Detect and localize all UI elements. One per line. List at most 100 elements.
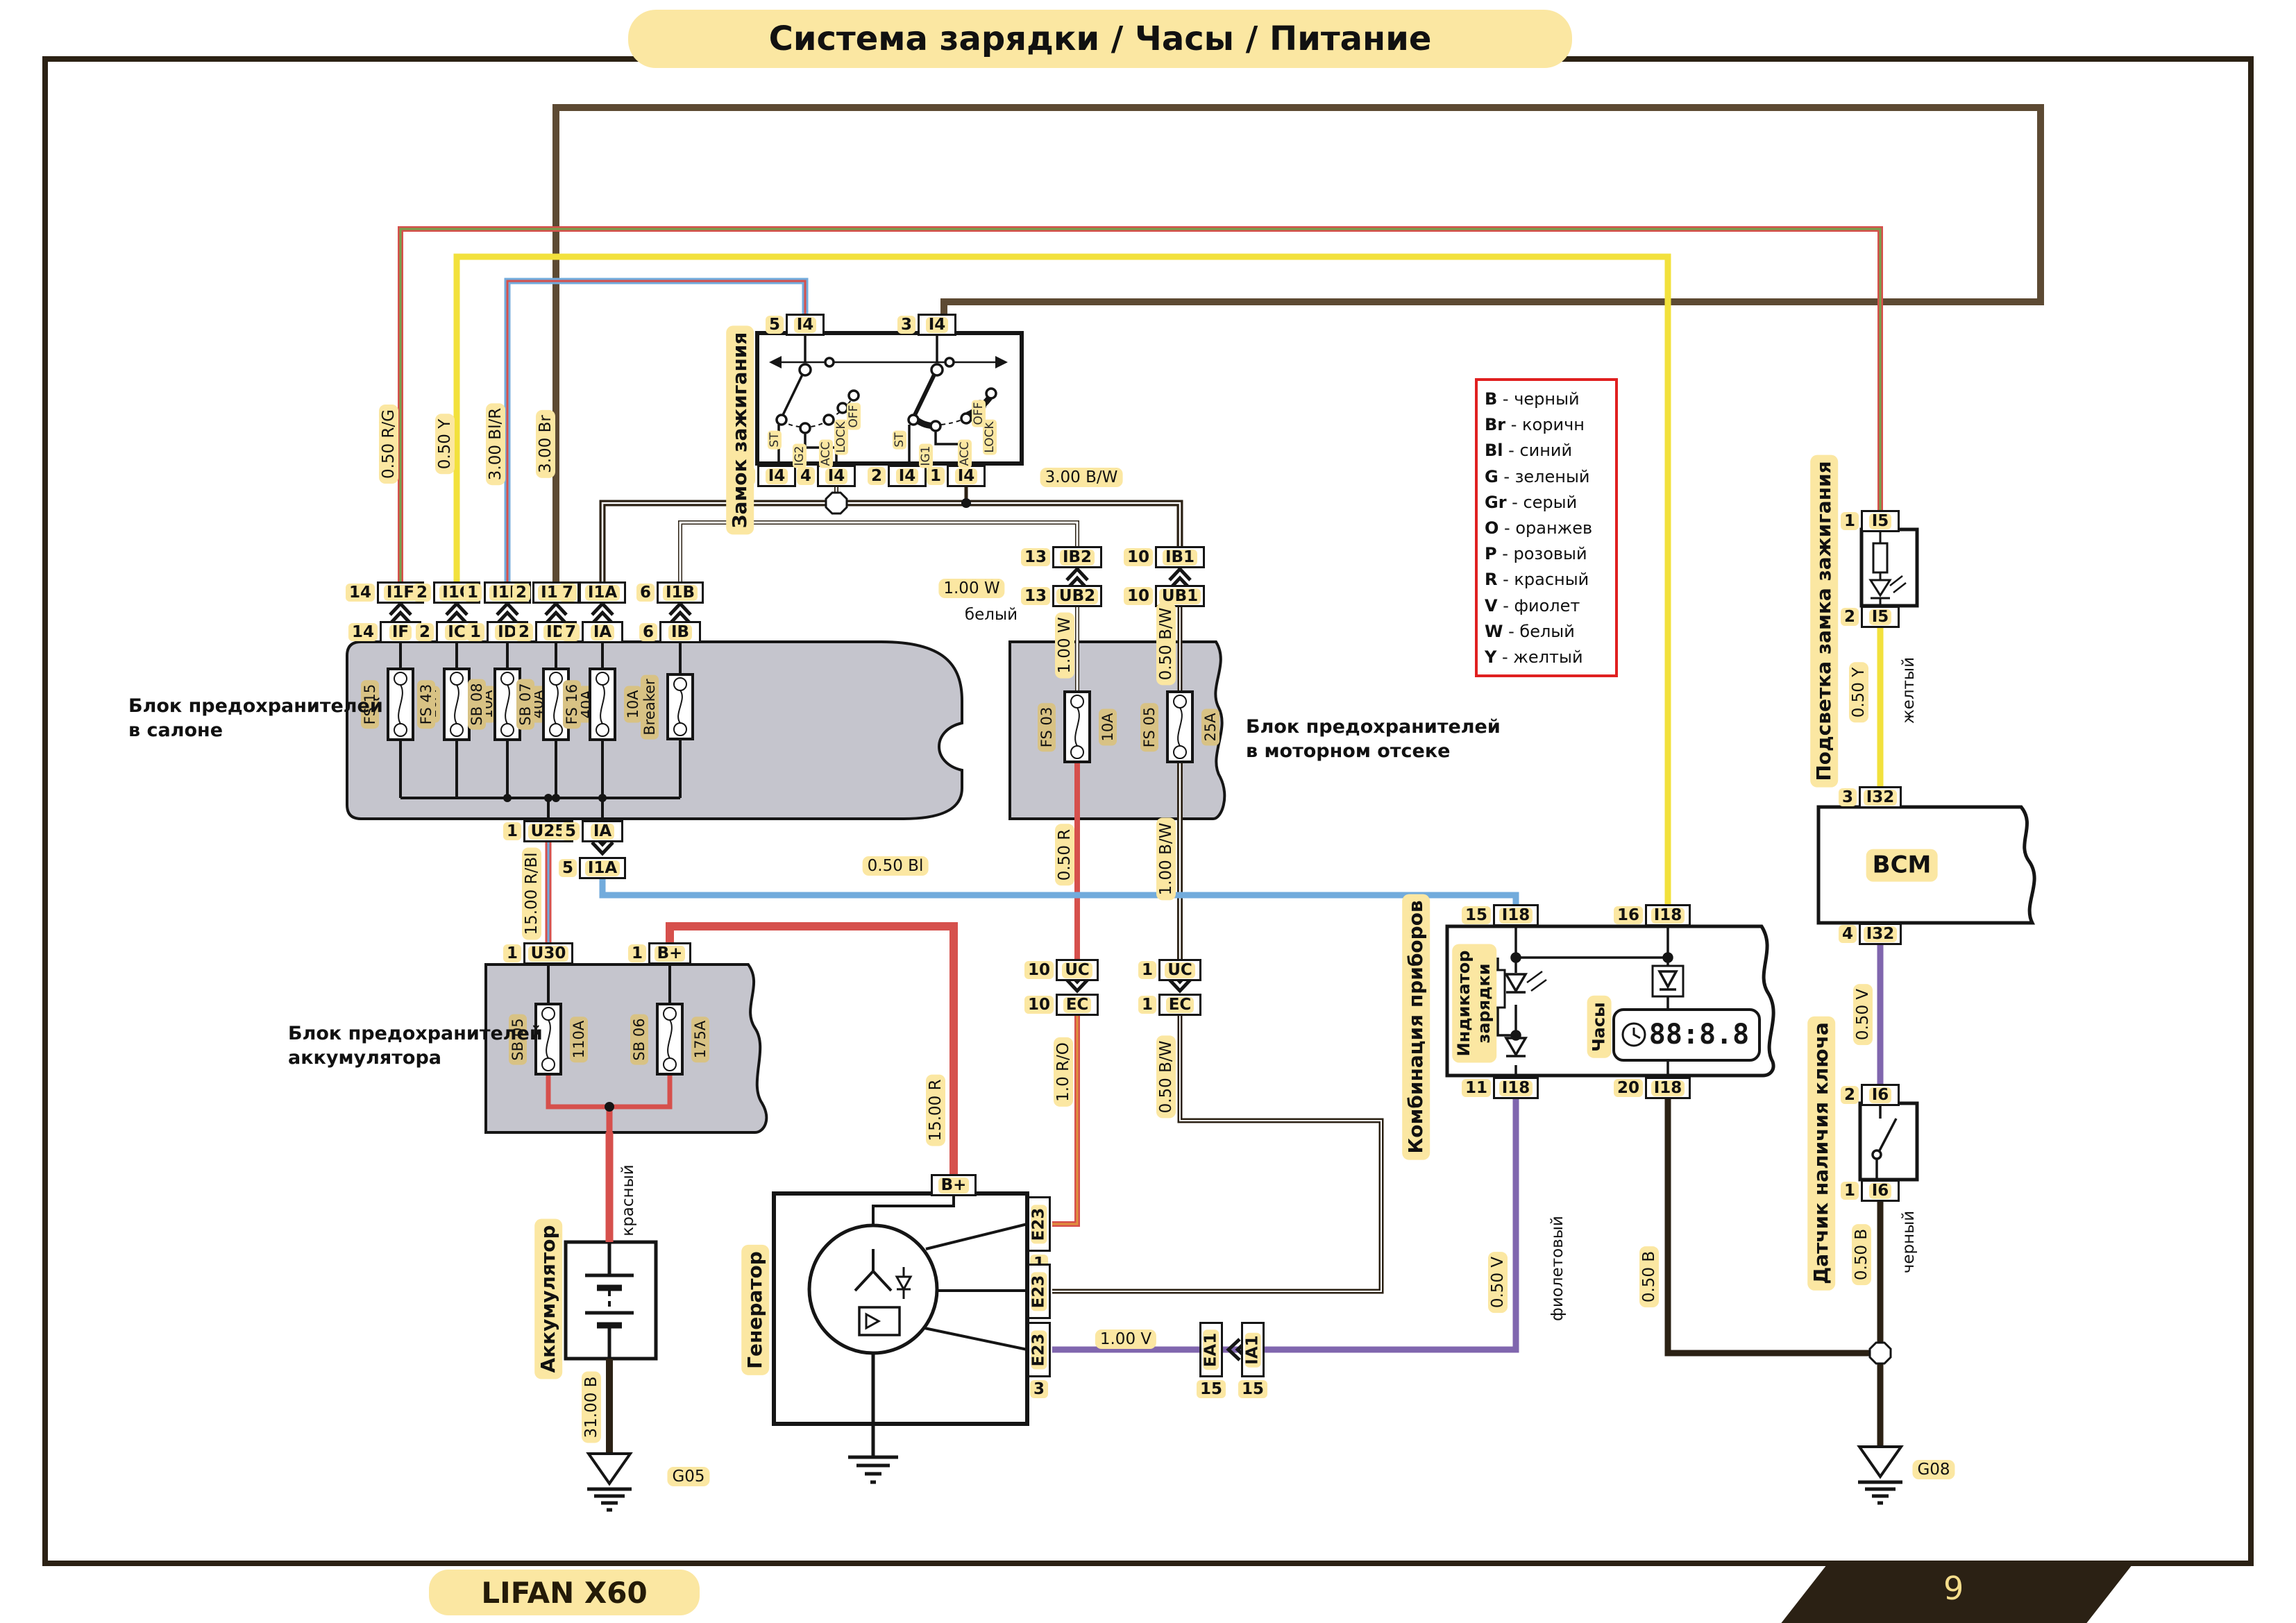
connector-box: EC [1158,994,1201,1016]
connector-label: E23 [1030,1330,1048,1369]
connector-box: I4 [947,465,986,487]
fuse-rating: 25A [1201,708,1219,746]
block-label: Блок предохранителей в моторном отсеке [1246,716,1501,763]
junction-dots [503,498,971,1112]
connector-pin-number: 13 [1020,548,1050,566]
fuse-rating: 10A [1099,708,1117,746]
legend-item: O - оранжев [1485,518,1593,538]
connector-box: IB2 [1052,546,1102,568]
wire-label: черный [1900,1210,1918,1274]
wire-label: G08 [1912,1460,1955,1479]
legend-item: W - белый [1485,621,1575,641]
component-label: Датчик наличия ключа [1807,1016,1835,1291]
legend-item: Br - коричн [1485,415,1585,435]
connector-label: E23 [1030,1205,1048,1243]
illumination-symbol [1868,529,1907,606]
wire-label: 0.50 Y [1849,662,1868,723]
wire-label: G05 [667,1467,710,1486]
connector-label: I1A [584,584,621,601]
connector-label: I4 [825,468,848,484]
connector-pin-number: 14 [345,584,375,602]
fuse-FS43 [443,668,471,741]
connector-pin-number: 7 [561,623,580,641]
wire-label: красный [619,1164,637,1237]
connector-pin-number: 15 [1196,1380,1226,1398]
connector-pin-number: 5 [561,822,580,840]
wire-label: 15.00 R [926,1074,945,1146]
connector-box: IA1 [1241,1322,1265,1377]
connector-label: I5 [1868,609,1892,625]
connector-pin-number: 10 [1024,996,1054,1014]
connector-label: EC [1063,996,1092,1013]
connector-pin-number: 11 [1461,1079,1491,1097]
connector-box: E23 [1027,1322,1051,1377]
connector-box: E23 [1027,1196,1051,1252]
fuse-SB06 [656,1003,684,1076]
connector-pin-number: 1 [926,467,945,485]
legend-item: V - фиолет [1485,595,1580,615]
connector-box: I32 [1859,786,1902,808]
ignition-position-label: ST [893,430,906,450]
connector-box: IB [659,621,701,643]
connector-label: I6 [1868,1182,1892,1199]
block-label: Блок предохранителей аккумулятора [288,1023,543,1069]
wire-black-white-main [599,500,1183,581]
connector-box: I1A [579,857,626,879]
connector-label: B+ [938,1177,970,1193]
connector-pin-number: 5 [765,316,784,334]
connector-pin-number: 1 [627,944,646,962]
ignition-switch-box [755,331,1024,466]
connector-box: IA [582,820,623,842]
ignition-position-label: ST [768,430,782,450]
salon-block-internals [399,642,682,820]
connector-label: IA1 [1244,1332,1262,1368]
fuse-rating: 10A [624,686,642,723]
connector-label: I4 [925,316,949,333]
connector-label: I4 [765,468,788,484]
fuse-name: Breaker [641,674,659,740]
connector-pin-number: 10 [1024,961,1054,979]
wire-label: 31.00 B [582,1371,601,1443]
connector-label: I5 [1868,513,1892,529]
connector-pin-number: 2 [867,467,886,485]
connector-box: I18 [1645,1077,1691,1099]
connector-pin-number: 4 [1838,925,1857,943]
junction-octagons [825,491,1892,1365]
component-label: Индикатор зарядки [1452,944,1496,1063]
connector-pin-number: 15 [1461,906,1491,924]
wire-label: 0.50 B [1639,1246,1659,1308]
connector-box: IF [380,621,421,643]
connector-box: I6 [1861,1180,1900,1202]
connector-label: U25 [527,823,569,840]
component-label: Комбинация приборов [1402,894,1430,1160]
wire-label: 3.00 Bl/R [486,402,505,486]
wire-label: 1.00 W [938,579,1005,598]
connector-box: I18 [1645,904,1691,926]
ignition-illumination-box [1859,527,1919,608]
wire-brown-br [552,104,2044,581]
wire-blue-cluster [599,878,1519,904]
connector-label: I1A [584,860,621,876]
wire-label: 0.50 R [1055,824,1074,886]
connector-label: I32 [1863,789,1898,806]
legend-item: R - красный [1485,570,1589,590]
fuse-block-engine [1008,640,1226,820]
connector-label: I1F [383,584,418,601]
fuse-FS03 [1063,690,1091,763]
connector-label: IB1 [1162,549,1198,566]
component-label: Замок зажигания [726,325,754,535]
connector-label: EC [1165,996,1195,1013]
clock-display: 88:8.8 [1649,1019,1750,1051]
connector-6-I4: I46 [736,465,796,487]
connector-pin-number: 2 [1840,1086,1859,1104]
ground-generator [848,1455,898,1484]
wire-label: 1.0 R/O [1054,1037,1073,1107]
